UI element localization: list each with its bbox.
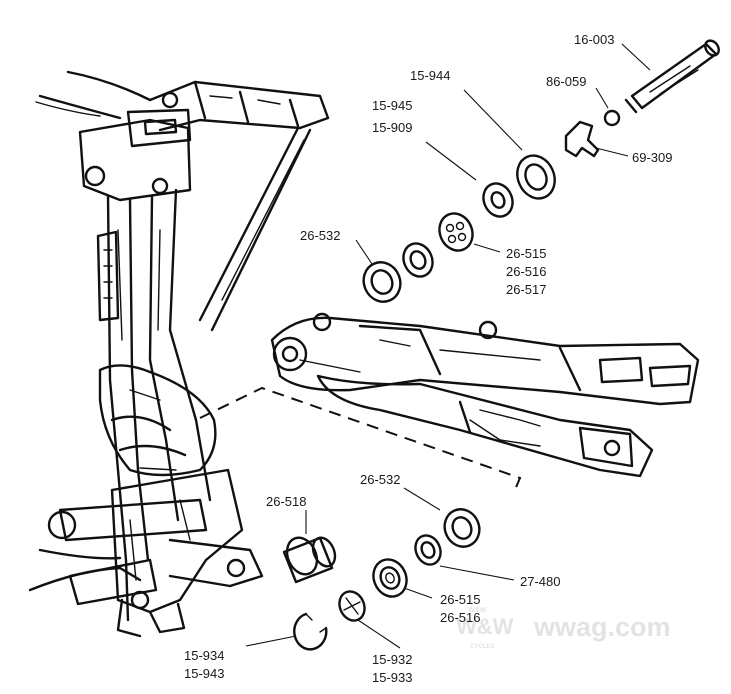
- circlip-15-934: [293, 612, 328, 651]
- label-15-943: 15-943: [184, 666, 224, 681]
- label-15-933: 15-933: [372, 670, 412, 685]
- assembly-dashed-line: [199, 386, 522, 493]
- bearing-26-515-lower: [372, 558, 408, 598]
- label-27-480: 27-480: [520, 574, 560, 589]
- label-69-309: 69-309: [632, 150, 672, 165]
- motorcycle-frame-drawing: [28, 70, 330, 638]
- cup-upper: [402, 242, 434, 278]
- upper-pivot-parts: [362, 39, 720, 303]
- seal-26-532-upper: [362, 261, 402, 303]
- watermark-site: wwag.com: [533, 612, 671, 642]
- label-26-515-upper: 26-515: [506, 246, 546, 261]
- label-15-932: 15-932: [372, 652, 412, 667]
- seal-26-532-lower: [443, 508, 481, 548]
- watermark-brand: W&W: [456, 614, 514, 639]
- label-15-944: 15-944: [410, 68, 450, 83]
- label-26-532-lower: 26-532: [360, 472, 400, 487]
- spacer-15-932: [338, 590, 366, 622]
- cup-27-480: [414, 534, 442, 566]
- watermark-tagline-bottom: CYCLES: [470, 644, 494, 650]
- label-16-003: 16-003: [574, 32, 614, 47]
- leader-lines: [245, 43, 651, 649]
- pivot-shaft-16-003: [624, 39, 720, 114]
- bearing-26-515: [438, 212, 474, 252]
- watermark: W&W W&W CYCLES wwag.com: [456, 607, 671, 650]
- seal-15-944: [516, 154, 556, 200]
- label-15-945: 15-945: [372, 98, 412, 113]
- watermark-tagline-top: W&W: [468, 607, 487, 614]
- label-15-909: 15-909: [372, 120, 412, 135]
- part-labels: 16-003 86-059 15-944 15-945 15-909 69-30…: [184, 32, 672, 685]
- label-26-517: 26-517: [506, 282, 546, 297]
- sleeve-26-518: [282, 536, 337, 584]
- lower-pivot-parts: [282, 508, 481, 651]
- label-86-059: 86-059: [546, 74, 586, 89]
- label-15-934: 15-934: [184, 648, 224, 663]
- label-26-516-upper: 26-516: [506, 264, 546, 279]
- label-26-518: 26-518: [266, 494, 306, 509]
- label-26-516-lower: 26-516: [440, 610, 480, 625]
- spacer-15-945: [482, 182, 514, 218]
- swingarm-drawing: [270, 312, 700, 478]
- washer-86-059: [603, 109, 621, 127]
- label-26-515-lower: 26-515: [440, 592, 480, 607]
- label-26-532-upper: 26-532: [300, 228, 340, 243]
- lock-tab-69-309: [564, 120, 600, 158]
